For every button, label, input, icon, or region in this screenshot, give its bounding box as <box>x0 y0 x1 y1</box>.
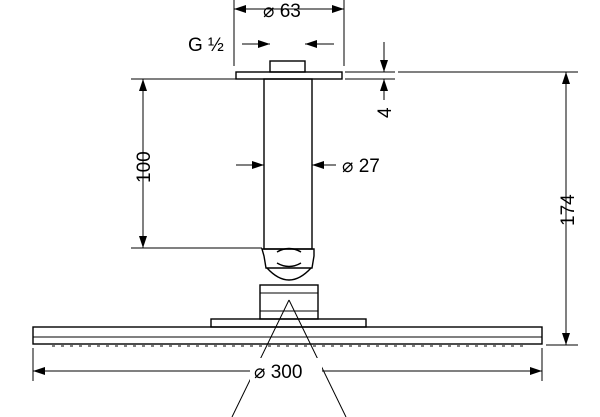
dim-thread: G ½ <box>188 35 334 56</box>
label-total-height: 174 <box>558 194 579 226</box>
joint-collar <box>261 248 315 269</box>
swivel-nut <box>259 284 319 320</box>
thread-nipple <box>269 60 306 73</box>
dim-flange-diameter: ⌀ 63 <box>233 0 345 66</box>
joint-ring <box>276 247 302 268</box>
swivel-ball <box>266 267 312 281</box>
ceiling-flange <box>235 71 343 80</box>
head-top-plate <box>210 318 367 328</box>
shower-head <box>32 326 543 345</box>
label-arm-diameter: ⌀ 27 <box>342 156 380 177</box>
dim-total-height: 174 <box>398 71 579 346</box>
dim-head-diameter: ⌀ 300 <box>32 348 543 384</box>
dim-arm-length: 100 <box>131 78 262 249</box>
shower-outline <box>32 60 543 347</box>
label-head-diameter: ⌀ 300 <box>254 362 302 383</box>
dim-arm-diameter: ⌀ 27 <box>236 156 380 177</box>
label-arm-length: 100 <box>134 151 155 183</box>
label-thread: G ½ <box>188 35 224 56</box>
label-flange-diameter: ⌀ 63 <box>263 1 301 22</box>
shower-arm <box>263 78 313 250</box>
label-flange-thickness: 4 <box>375 107 396 118</box>
dim-flange-thickness: 4 <box>345 42 396 118</box>
